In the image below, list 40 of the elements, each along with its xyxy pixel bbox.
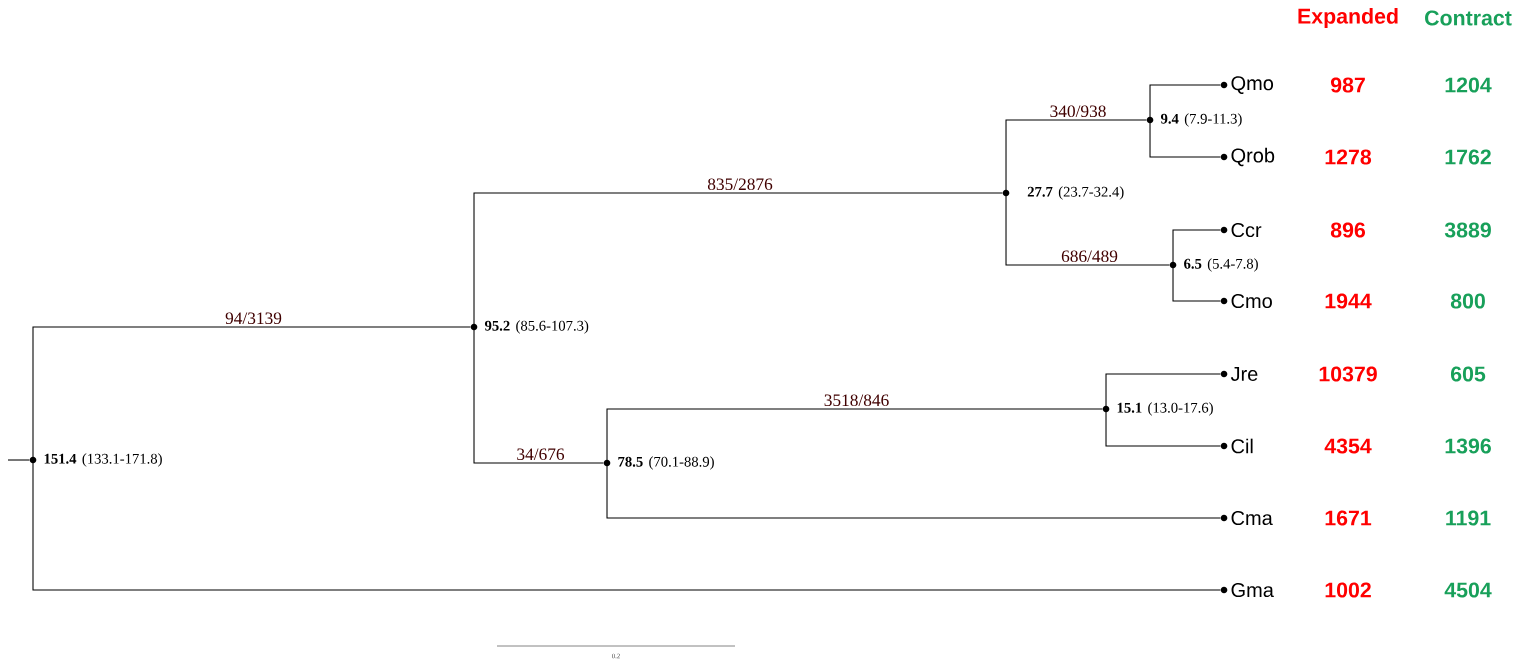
branch-label: 835/2876	[707, 178, 773, 191]
gene-count: 1278	[1325, 149, 1372, 165]
divergence-time: 15.1 (13.0-17.6)	[1102, 402, 1213, 416]
branch-label: 3518/846	[824, 394, 889, 407]
gene-count: 1002	[1325, 582, 1371, 598]
taxon-label: Qmo	[1220, 76, 1274, 94]
gene-count: 1944	[1325, 293, 1372, 309]
divergence-time: 27.7 (23.7-32.4)	[1002, 186, 1124, 200]
gene-count: 1762	[1445, 149, 1491, 165]
taxon-label: Gma	[1220, 582, 1274, 598]
taxon-label: Qrob	[1220, 147, 1275, 167]
gene-count: 1671	[1325, 510, 1372, 526]
gene-count: 896	[1330, 222, 1366, 238]
taxon-label: Ccr	[1220, 222, 1262, 238]
divergence-time: 78.5 (70.1-88.9)	[603, 456, 714, 470]
branch-label: 94/3139	[225, 312, 282, 325]
branch-label: 34/676	[517, 448, 565, 461]
gene-count: 4354	[1324, 438, 1372, 454]
gene-count: 1191	[1446, 510, 1491, 526]
gene-count: 800	[1450, 293, 1485, 309]
divergence-time: 151.4 (133.1-171.8)	[29, 453, 162, 467]
column-header: Contract	[1425, 10, 1512, 26]
divergence-time: 6.5 (5.4-7.8)	[1169, 258, 1258, 272]
gene-count: 1204	[1445, 77, 1492, 93]
gene-count: 1396	[1445, 438, 1491, 454]
taxon-label: Cil	[1220, 438, 1253, 454]
branch-label: 340/938	[1050, 105, 1106, 118]
divergence-time: 9.4 (7.9-11.3)	[1146, 113, 1242, 127]
branch-line	[7, 459, 30, 461]
gene-count: 4504	[1444, 582, 1492, 598]
gene-count: 10379	[1319, 366, 1377, 382]
taxon-label: Cma	[1220, 510, 1273, 526]
column-header: Expanded	[1298, 8, 1398, 28]
taxon-label: Jre	[1220, 367, 1258, 381]
gene-count: 605	[1451, 366, 1486, 382]
gene-count: 3889	[1444, 222, 1491, 238]
gene-count: 987	[1330, 77, 1365, 93]
branch-label: 686/489	[1061, 250, 1118, 263]
divergence-time: 95.2 (85.6-107.3)	[470, 320, 589, 334]
taxon-label: Cmo	[1220, 293, 1272, 309]
